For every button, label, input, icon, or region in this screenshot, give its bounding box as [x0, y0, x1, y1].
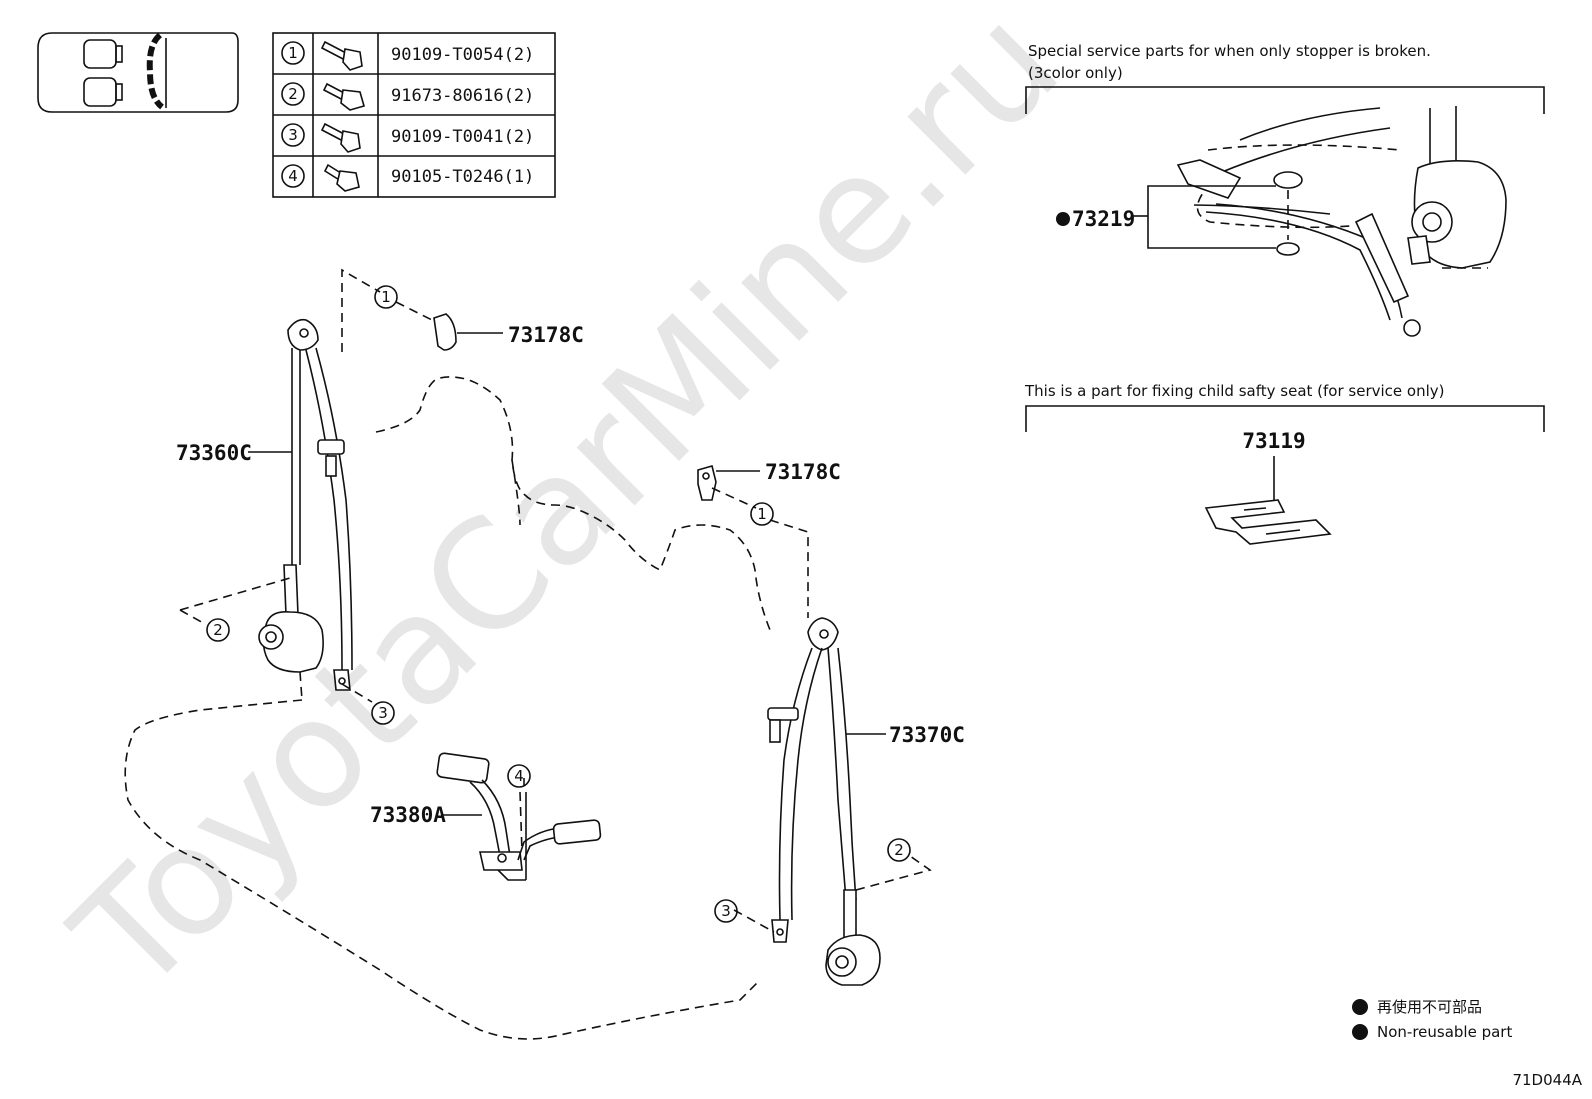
- label-73178c-upper: 73178C: [508, 323, 584, 347]
- fastener-row-4: 4 90105-T0246(1): [281, 163, 534, 192]
- svg-text:2: 2: [213, 621, 223, 639]
- label-73178c-right: 73178C: [765, 460, 841, 484]
- label-73380a: 73380A: [370, 803, 446, 827]
- fastener-row-4-num: 4: [288, 167, 298, 185]
- stopper-detail-drawing: [1176, 106, 1507, 337]
- cover-left: [433, 313, 457, 351]
- child-seat-fixing-part: [1204, 499, 1332, 545]
- callout-3b: 3: [714, 899, 738, 923]
- fastener-table: 1 90109-T0054(2) 2 91673-80616(2) 3 9010: [272, 32, 556, 198]
- legend: 再使用不可部品 Non-reusable part: [1352, 998, 1512, 1041]
- svg-text:3: 3: [378, 704, 388, 722]
- non-reusable-dot-icon: [1056, 212, 1070, 226]
- stopper-note-line1: Special service parts for when only stop…: [1028, 42, 1431, 60]
- diagram-code: 71D044A: [1512, 1071, 1582, 1089]
- legend-en: Non-reusable part: [1377, 1023, 1512, 1041]
- watermark: ToyotaCarMine.ru: [42, 0, 1092, 1026]
- seat-outline: [124, 376, 771, 1040]
- right-seat-belt: [767, 617, 881, 986]
- legend-jp: 再使用不可部品: [1377, 998, 1482, 1016]
- callout-2a: 2: [206, 618, 230, 642]
- svg-text:2: 2: [894, 841, 904, 859]
- label-73360c: 73360C: [176, 441, 252, 465]
- svg-text:1: 1: [381, 288, 391, 306]
- bolt-icon: [320, 40, 363, 71]
- bolt-icon: [320, 122, 361, 153]
- fastener-row-4-part: 90105-T0246(1): [391, 167, 534, 187]
- fastener-row-3: 3 90109-T0041(2): [281, 122, 534, 153]
- label-73370c: 73370C: [889, 723, 965, 747]
- leader-lines: [248, 332, 886, 816]
- callout-2b: 2: [887, 838, 911, 862]
- label-73119: 73119: [1242, 429, 1305, 453]
- label-73219: 73219: [1072, 207, 1135, 231]
- fastener-row-1: 1 90109-T0054(2): [281, 40, 534, 71]
- non-reusable-dot-icon: [1352, 999, 1368, 1015]
- left-seat-belt: [258, 318, 353, 701]
- fastener-row-2-num: 2: [288, 85, 298, 103]
- fastener-row-2: 2 91673-80616(2): [281, 82, 534, 111]
- bolt-icon: [322, 82, 365, 111]
- callout-1b: 1: [750, 502, 774, 526]
- bolt-icon: [323, 163, 360, 192]
- fastener-row-2-part: 91673-80616(2): [391, 86, 534, 106]
- stopper-panel: Special service parts for when only stop…: [1025, 42, 1545, 337]
- callout-3a: 3: [371, 701, 395, 725]
- stopper-note-line2: (3color only): [1028, 64, 1123, 82]
- vehicle-location-icon: [37, 32, 239, 113]
- fastener-row-3-part: 90109-T0041(2): [391, 127, 534, 147]
- callout-4: 4: [507, 764, 531, 788]
- fastener-row-1-num: 1: [288, 44, 298, 62]
- cover-right: [697, 465, 717, 501]
- svg-text:4: 4: [514, 767, 524, 785]
- center-buckle: [436, 752, 602, 881]
- svg-text:3: 3: [721, 902, 731, 920]
- non-reusable-dot-icon: [1352, 1024, 1368, 1040]
- child-seat-panel: This is a part for fixing child safty se…: [1024, 382, 1545, 545]
- child-seat-note: This is a part for fixing child safty se…: [1024, 382, 1444, 400]
- connector-lines: [179, 268, 932, 933]
- callout-1a: 1: [374, 285, 398, 309]
- svg-text:1: 1: [757, 505, 767, 523]
- fastener-row-3-num: 3: [288, 126, 298, 144]
- fastener-row-1-part: 90109-T0054(2): [391, 45, 534, 65]
